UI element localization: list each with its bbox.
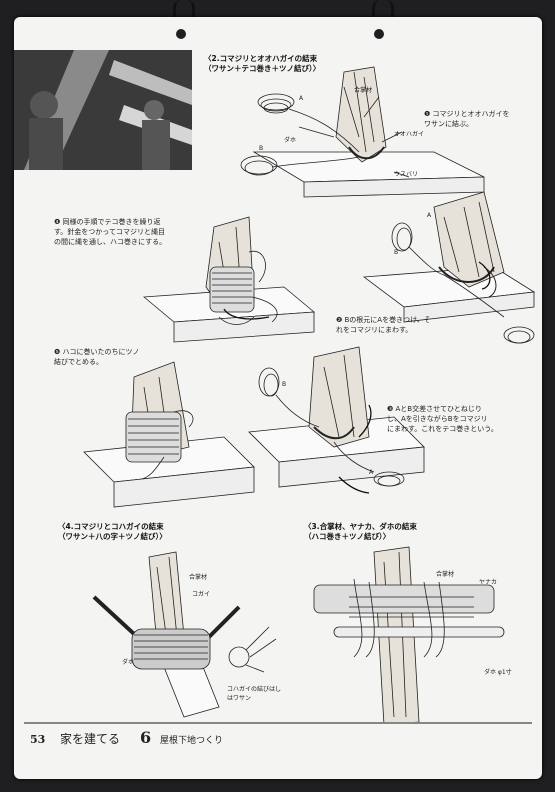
label-a: A (299, 95, 304, 102)
step4-text: ❹ 同様の手順でテコ巻きを繰り返 す。針金をつかってコマジリと縄目 の間に縄を通… (54, 218, 167, 246)
chapter-number: 6 (140, 728, 152, 747)
binder-hole (176, 29, 186, 39)
step3-text: ❸ AとB交差させてひとねじり し、Aを引きながらBをコマジリ にまわす。これを… (387, 405, 498, 433)
workers-photo (14, 50, 192, 170)
section4-title: 〈4.コマジリとコハガイの結束 （ワサン＋八の字＋ツノ結び）〉 (58, 522, 167, 541)
document-page: 〈2.コマジリとオオハガイの結束 （ワサン＋テコ巻き＋ツノ結び）〉 (14, 17, 542, 779)
label-daho: ダホ (122, 659, 135, 666)
step1-text: ❶ コマジリとオオハガイを ワサンに結ぶ。 (424, 110, 510, 128)
kohagai-note: コハガイの結びはし はワサン (227, 686, 282, 702)
chapter-title: 屋根下地つくり (160, 736, 224, 746)
workers-photo-drawing (14, 50, 192, 170)
label-daho: ダホ (284, 137, 297, 144)
page-footer: 53 家を建てる 6 屋根下地つくり (14, 721, 542, 779)
label-b: B (394, 249, 399, 256)
label-yanaka: ヤナカ (479, 579, 498, 586)
label-a: A (369, 469, 374, 476)
binder-hole (374, 29, 384, 39)
label-daho-size: ダホ φ1寸 (484, 669, 512, 676)
footer-rule (24, 722, 532, 724)
label-b: B (259, 145, 264, 152)
section3-title: 〈3.合掌材、ヤナカ、ダホの結束 （ハコ巻き＋ツノ結び）〉 (304, 522, 417, 541)
book-title: 家を建てる (60, 732, 121, 746)
label-kohagai: コガイ (192, 591, 211, 598)
page-number: 53 (30, 733, 46, 746)
step5-text: ❺ ハコに巻いたのちにツノ 結びでとめる。 (54, 348, 140, 366)
label-usubari: ウスバリ (394, 171, 419, 178)
label-b: B (282, 381, 287, 388)
label-gassho: 合掌材 (436, 571, 455, 578)
label-gassho: 合掌材 (189, 574, 208, 581)
label-oohagai: オオハガイ (394, 131, 425, 138)
label-gassho: 合掌材 (354, 87, 373, 94)
rope-illustrations (83, 66, 536, 722)
label-a: A (427, 212, 432, 219)
step2-text: ❷ Bの根元にAを巻きつけ、そ れをコマジリにまわす。 (336, 316, 431, 334)
section2-title: 〈2.コマジリとオオハガイの結束 （ワサン＋テコ巻き＋ツノ結び）〉 (204, 54, 321, 73)
